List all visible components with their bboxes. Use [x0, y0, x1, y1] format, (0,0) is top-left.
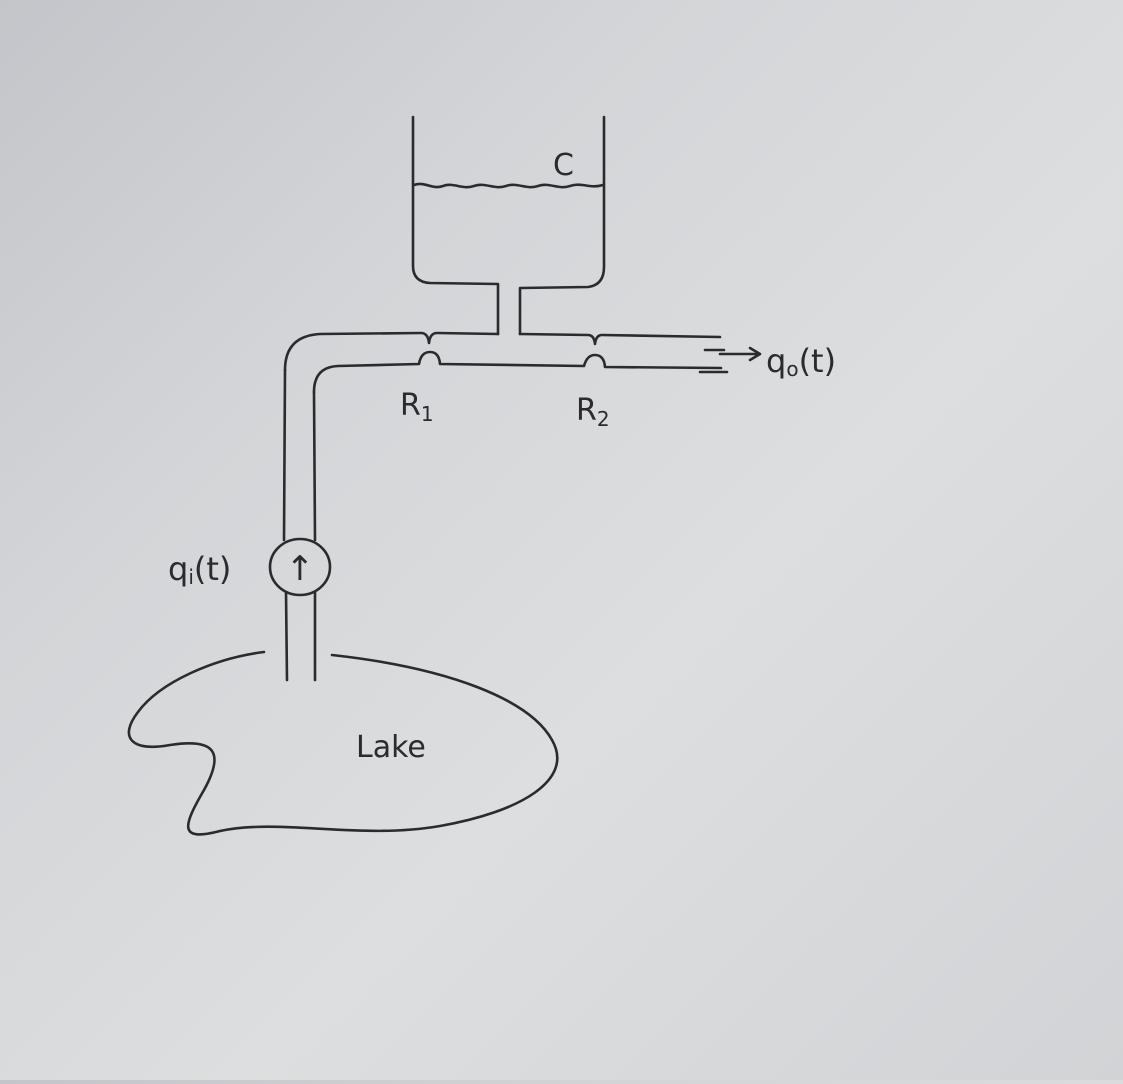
- lake: Lake: [127, 650, 559, 836]
- pipe-outlet-extension: [698, 348, 729, 374]
- vertical-pipe-left-wall: [282, 368, 287, 542]
- pipe-bottom-wall: [312, 350, 723, 394]
- intake-left-wall: [284, 590, 289, 682]
- pump-arrow-icon: ↑: [286, 549, 315, 589]
- tank-label: C: [553, 148, 574, 183]
- pump-circle: [268, 537, 332, 597]
- pipe-top-wall-left: [283, 331, 500, 372]
- outflow: qo(t): [718, 342, 836, 381]
- tank: C: [411, 115, 606, 336]
- pipe-top-wall-right: [518, 332, 722, 346]
- inflow-label: qi(t): [168, 550, 231, 589]
- resistor-2-label: R2: [576, 393, 610, 431]
- resistor-1-label: R1: [400, 388, 434, 426]
- outflow-arrow: [718, 346, 762, 362]
- outflow-label: qo(t): [766, 342, 836, 381]
- vertical-pipe-right-wall: [312, 390, 317, 542]
- tank-right-wall: [518, 115, 606, 336]
- lake-outline: [127, 650, 559, 836]
- horizontal-pipe: [283, 331, 729, 394]
- pump: ↑ qi(t): [168, 537, 332, 597]
- lake-label: Lake: [356, 730, 426, 765]
- vertical-pipe: [282, 368, 317, 682]
- water-surface: [412, 182, 605, 189]
- tank-left-wall: [411, 115, 500, 336]
